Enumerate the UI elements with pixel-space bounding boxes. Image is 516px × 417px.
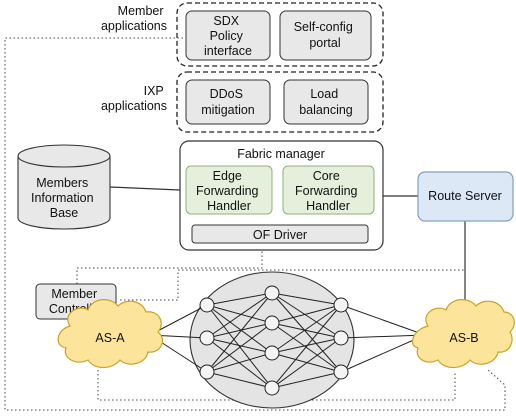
as-b-cloud: AS-B — [411, 299, 515, 369]
route-server-box — [417, 171, 514, 222]
mesh-link — [206, 304, 273, 389]
load-balancing-label: Load balancing — [299, 87, 353, 117]
switch-node — [264, 380, 280, 396]
mesh-link — [271, 337, 342, 354]
as-a-cloud-shape — [57, 299, 163, 369]
self-config-portal-box — [279, 10, 372, 61]
member-apps-link — [4, 37, 506, 411]
switch-node — [264, 285, 280, 301]
mib-label: Members Information Base — [31, 176, 97, 220]
switch-node — [199, 330, 215, 346]
fabric-manager: Fabric manager Edge Forwarding Handler C… — [179, 140, 384, 251]
mesh-link — [206, 292, 273, 339]
of-driver-label: OF Driver — [253, 228, 307, 242]
switch-node — [264, 315, 280, 331]
as-b-fabric-link — [340, 334, 426, 339]
member-applications-group: Member applications SDX Policy interface… — [101, 2, 384, 67]
ddos-mitigation-label: DDoS mitigation — [201, 87, 255, 117]
ixp-apps-dashed-box — [176, 71, 384, 133]
switch-node — [264, 345, 280, 361]
mesh-link — [271, 322, 342, 373]
member-apps-dashed-box — [176, 2, 384, 67]
mesh-link — [206, 322, 273, 339]
sdx-policy-interface-label: SDX Policy interface — [204, 14, 252, 58]
mesh-link — [271, 292, 342, 306]
mesh-link — [271, 292, 342, 373]
controller-fabric-link — [76, 250, 263, 284]
route-server-label: Route Server — [428, 189, 502, 203]
member-apps-label: Member applications — [101, 4, 167, 33]
ixp-applications-group: IXP applications DDoS mitigation Load ba… — [101, 71, 384, 133]
as-b-cloud-shape — [411, 299, 515, 369]
edge-forwarding-handler-box — [185, 165, 273, 215]
switch-node — [333, 330, 349, 346]
mesh-link — [206, 304, 273, 354]
fabric-manager-title: Fabric manager — [237, 147, 325, 161]
mesh-link — [206, 322, 273, 373]
switching-fabric — [149, 271, 426, 409]
mesh-link — [271, 304, 342, 354]
fabric-mesh-ellipse — [189, 271, 355, 409]
switch-node — [199, 297, 215, 313]
switch-node — [333, 297, 349, 313]
mesh-link — [206, 292, 273, 373]
core-forwarding-handler-label: Core Forwarding Handler — [295, 169, 361, 213]
mesh-link — [271, 304, 342, 324]
mesh-link — [271, 352, 342, 373]
as-b-label: AS-B — [449, 331, 478, 345]
as-b-fabric-link — [340, 304, 426, 336]
mesh-link — [271, 292, 342, 339]
mesh-link — [206, 304, 273, 324]
mesh-link — [271, 304, 342, 389]
mib-cylinder-top — [17, 144, 111, 168]
mesh-links — [149, 292, 426, 389]
switch-node — [333, 364, 349, 380]
mesh-nodes — [199, 285, 349, 396]
as-a-cloud: AS-A — [57, 299, 163, 369]
load-balancing-box — [283, 79, 369, 125]
mib-cylinder-body — [17, 156, 111, 230]
switch-node — [199, 364, 215, 380]
members-information-base: Members Information Base — [17, 144, 111, 230]
ddos-mitigation-box — [185, 79, 271, 125]
core-forwarding-handler-box — [282, 165, 375, 215]
mesh-link — [271, 322, 342, 339]
as-a-label: AS-A — [95, 331, 125, 345]
edge-forwarding-handler-label: Edge Forwarding Handler — [196, 169, 262, 213]
ixp-apps-label: IXP applications — [101, 84, 167, 113]
mesh-link — [206, 371, 273, 389]
sdx-policy-interface-box — [185, 10, 271, 61]
self-config-portal-label: Self-config portal — [294, 20, 357, 50]
route-server: Route Server — [417, 171, 514, 222]
asa-routeserver-link — [120, 269, 466, 320]
mesh-link — [206, 337, 273, 354]
mib-fabric-link — [109, 186, 181, 191]
mesh-link — [206, 352, 273, 373]
mesh-link — [206, 292, 273, 306]
of-driver-box — [191, 224, 369, 244]
mesh-link — [271, 371, 342, 389]
as-b-fabric-link — [340, 334, 426, 373]
